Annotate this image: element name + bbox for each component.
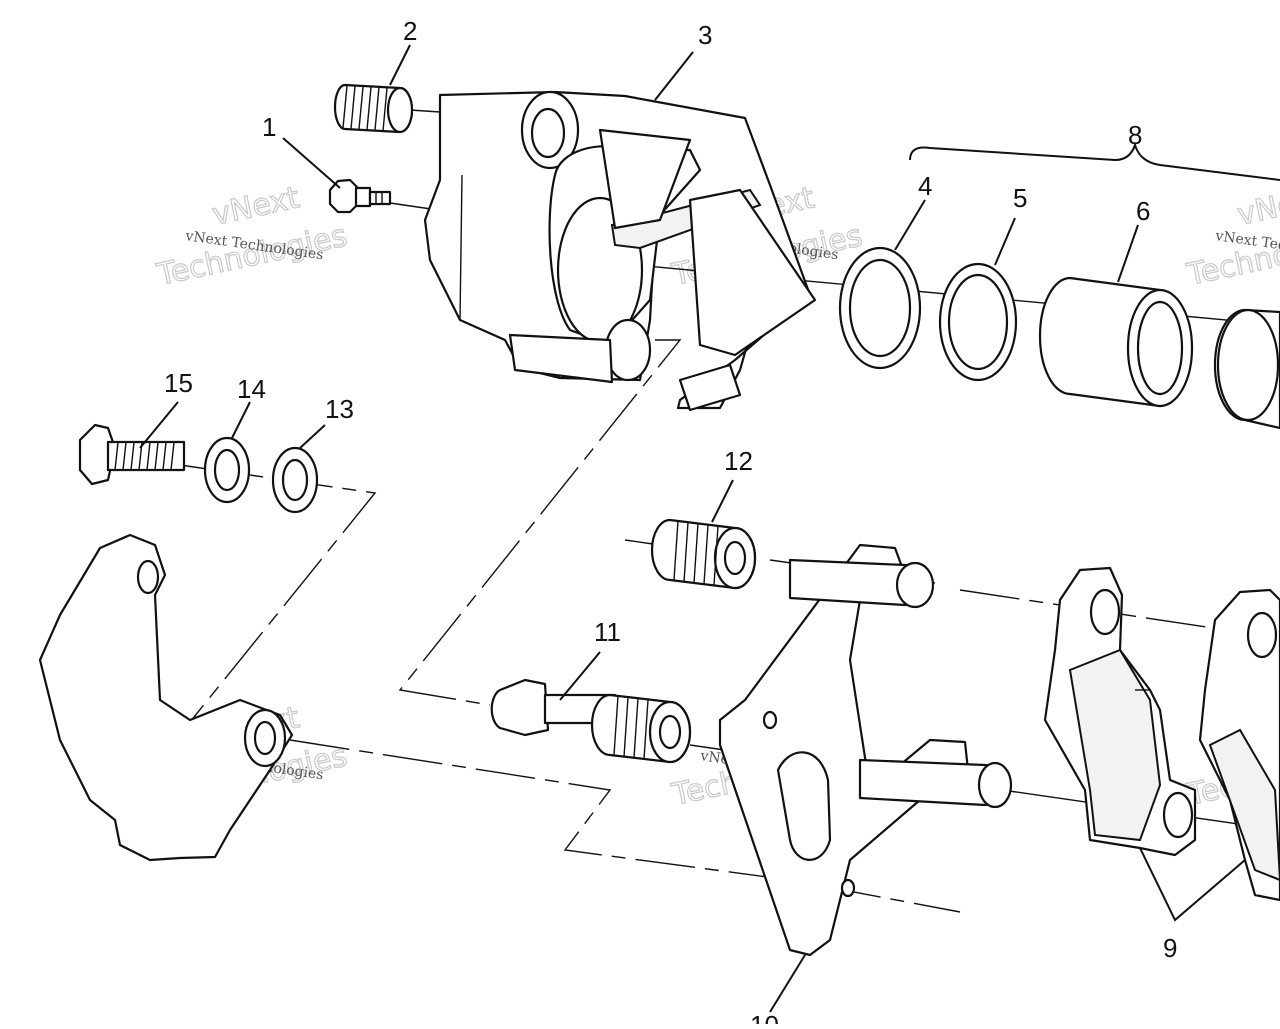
group-bracket-8 — [909, 141, 1280, 181]
callout-9: 9 — [1163, 933, 1177, 963]
watermark-left-top: vNext Technologies vNext Technologies — [153, 180, 351, 294]
callout-8: 8 — [1128, 120, 1142, 150]
seal-4-part — [838, 246, 922, 370]
callout-5: 5 — [1013, 183, 1027, 213]
mounting-bracket-part — [718, 543, 1013, 957]
piston-part — [1038, 276, 1194, 408]
callout-11: 11 — [594, 617, 621, 647]
flat-washer-part — [271, 446, 319, 514]
watermark-big-top: vNext — [1234, 180, 1280, 233]
callouts: 1 2 3 4 5 6 8 9 10 11 12 13 14 15 — [164, 16, 1177, 1029]
watermark-right-top: vNext Technologies vNext Technologies — [1183, 180, 1280, 294]
threaded-plug-part — [333, 83, 414, 134]
seal-5-part — [938, 262, 1018, 382]
callout-1: 1 — [262, 112, 276, 142]
lock-washer-part — [203, 436, 251, 504]
bolt-part — [78, 423, 186, 486]
callout-13: 13 — [325, 394, 354, 424]
boot-12-part — [650, 518, 757, 590]
callout-14: 14 — [237, 374, 266, 404]
leader-lines — [139, 44, 1246, 1013]
callout-3: 3 — [698, 20, 712, 50]
callout-6: 6 — [1136, 196, 1150, 226]
callout-4: 4 — [918, 171, 932, 201]
callout-12: 12 — [724, 446, 753, 476]
brake-pad-9b-part — [1198, 588, 1280, 902]
brake-pad-9a-part — [1043, 566, 1197, 857]
callout-15: 15 — [164, 368, 193, 398]
boot-11-part — [590, 693, 692, 764]
knuckle-part — [38, 533, 294, 862]
watermark-big-top: vNext — [209, 180, 302, 233]
piston-cap-part — [1213, 308, 1280, 430]
callout-2: 2 — [403, 16, 417, 46]
caliper-body-part — [423, 90, 817, 412]
bleeder-screw-part — [328, 178, 392, 214]
callout-10: 10 — [750, 1010, 779, 1024]
